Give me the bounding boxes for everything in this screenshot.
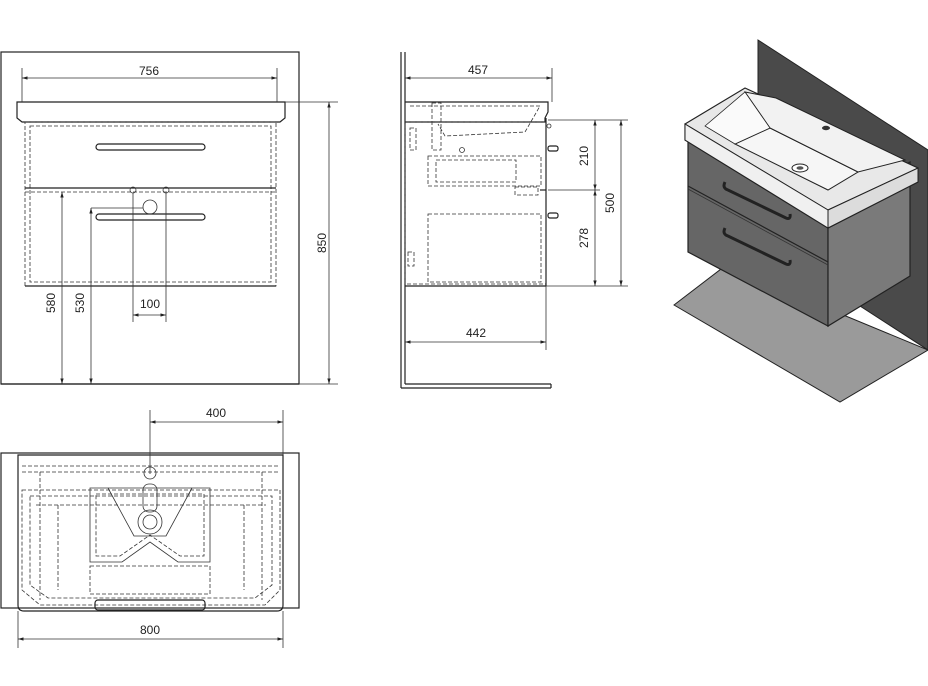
front-dim-100-label: 100 xyxy=(140,297,160,311)
front-basin-top xyxy=(16,101,286,123)
front-dim-756-label: 756 xyxy=(139,64,159,78)
iso-handle-top[interactable] xyxy=(722,181,792,220)
iso-floor-panel xyxy=(673,265,928,403)
front-dim-850-label: 850 xyxy=(315,233,329,253)
iso-tap-hole-icon xyxy=(822,125,830,131)
top-dim-400-label: 400 xyxy=(206,406,226,420)
front-cabinet-body xyxy=(24,121,277,287)
top-basin-outline xyxy=(17,454,284,612)
front-drain-icon xyxy=(142,199,158,215)
side-basin xyxy=(405,101,549,123)
side-handle-top[interactable] xyxy=(547,145,559,152)
front-view: 756 850 580 530 100 xyxy=(0,51,338,385)
side-handle-bottom[interactable] xyxy=(547,212,559,219)
top-bowl xyxy=(89,487,211,563)
top-view: 400 800 xyxy=(0,406,300,648)
isometric-view xyxy=(673,39,928,403)
side-dim-210-label: 210 xyxy=(577,146,591,166)
side-dim-278-label: 278 xyxy=(577,228,591,248)
iso-handle-bottom[interactable] xyxy=(722,227,792,266)
front-dim-580-label: 580 xyxy=(44,293,58,313)
top-outline xyxy=(0,452,300,609)
side-cabinet xyxy=(404,121,547,285)
side-dim-500-label: 500 xyxy=(603,193,617,213)
top-drain-icon xyxy=(137,509,163,535)
side-dim-457-label: 457 xyxy=(468,63,488,77)
front-dim-530-label: 530 xyxy=(73,293,87,313)
side-dim-442-label: 442 xyxy=(466,326,486,340)
front-cabinet-inner xyxy=(29,125,272,283)
front-handle-bottom[interactable] xyxy=(95,213,206,221)
top-handle[interactable] xyxy=(94,599,206,611)
side-view: 457 442 210 278 500 xyxy=(400,52,628,389)
front-handle-top[interactable] xyxy=(95,143,206,151)
top-dim-800-label: 800 xyxy=(140,623,160,637)
